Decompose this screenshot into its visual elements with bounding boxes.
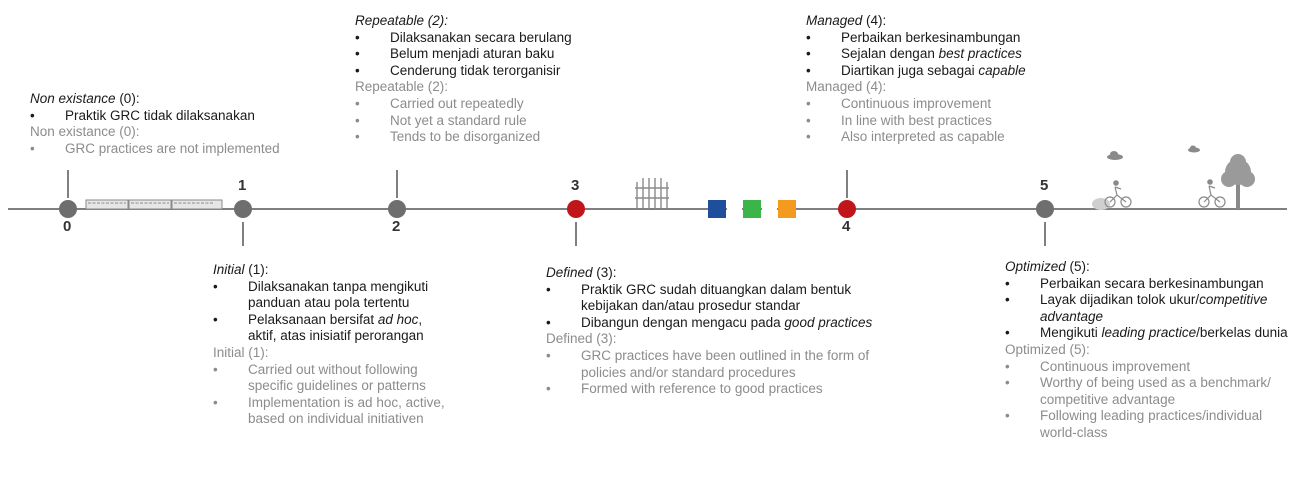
node-5 [1036, 200, 1054, 218]
train-icon [85, 199, 223, 210]
level-5-list-id: Perbaikan secara berkesinambungan Layak … [1005, 276, 1292, 342]
list-item: Following leading practices/individual w… [1005, 408, 1292, 441]
level-3-block: Defined (3): Praktik GRC sudah dituangka… [546, 265, 886, 398]
level-1-list-id: Dilaksanakan tanpa mengikuti panduan ata… [213, 279, 445, 345]
node-label-2: 2 [392, 218, 401, 235]
level-5-block: Optimized (5): Perbaikan secara berkesin… [1005, 259, 1292, 442]
cyclists-icon [1092, 179, 1226, 210]
list-item: GRC practices have been outlined in the … [546, 348, 886, 381]
list-item: Not yet a standard rule [355, 113, 615, 130]
level-1-list-en: Carried out without following specific g… [213, 362, 445, 428]
level-5-heading-id: Optimized (5): [1005, 259, 1090, 274]
list-item: Pelaksanaan bersifat ad hoc, aktif, atas… [213, 312, 445, 345]
list-item: Cenderung tidak terorganisir [355, 63, 615, 80]
node-2 [388, 200, 406, 218]
list-item: Formed with reference to good practices [546, 381, 886, 398]
list-item: Tends to be disorganized [355, 129, 615, 146]
level-2-list-id: Dilaksanakan secara berulang Belum menja… [355, 30, 615, 80]
list-item: Dilaksanakan tanpa mengikuti panduan ata… [213, 279, 445, 312]
list-item: Perbaikan secara berkesinambungan [1005, 276, 1292, 293]
level-1-heading-en: Initial (1): [213, 344, 269, 360]
level-0-heading-en: Non existance (0): [30, 124, 140, 140]
list-item: Dibangun dengan mengacu pada good practi… [546, 315, 886, 332]
level-4-list-en: Continuous improvement In line with best… [806, 96, 1066, 146]
level-0-block: Non existance (0): Praktik GRC tidak dil… [30, 91, 330, 157]
list-item: Diartikan juga sebagai capable [806, 63, 1066, 80]
list-item: Carried out without following specific g… [213, 362, 445, 395]
level-4-block: Managed (4): Perbaikan berkesinambungan … [806, 13, 1066, 146]
list-item: In line with best practices [806, 113, 1066, 130]
list-item: Implementation is ad hoc, active, based … [213, 395, 445, 428]
level-2-list-en: Carried out repeatedly Not yet a standar… [355, 96, 615, 146]
level-2-heading-en: Repeatable (2): [355, 79, 449, 95]
level-0-list-en: GRC practices are not implemented [30, 141, 330, 158]
node-label-5: 5 [1040, 177, 1049, 194]
level-3-list-id: Praktik GRC sudah dituangkan dalam bentu… [546, 282, 886, 332]
list-item: Also interpreted as capable [806, 129, 1066, 146]
list-item: GRC practices are not implemented [30, 141, 330, 158]
level-1-block: Initial (1): Dilaksanakan tanpa mengikut… [213, 262, 445, 428]
node-1 [234, 200, 252, 218]
node-label-4: 4 [842, 218, 851, 235]
list-item: Carried out repeatedly [355, 96, 615, 113]
list-item: Praktik GRC sudah dituangkan dalam bentu… [546, 282, 886, 315]
list-item: Sejalan dengan best practices [806, 46, 1066, 63]
level-0-heading-id: Non existance (0): [30, 91, 140, 106]
list-item: Layak dijadikan tolok ukur/competitive a… [1005, 292, 1292, 325]
level-4-heading-id: Managed (4): [806, 13, 887, 28]
level-2-heading-id: Repeatable (2): [355, 13, 449, 28]
fence-icon [635, 178, 669, 209]
level-3-heading-en: Defined (3): [546, 331, 617, 347]
list-item: Perbaikan berkesinambungan [806, 30, 1066, 47]
node-label-0: 0 [63, 218, 72, 235]
list-item: Worthy of being used as a benchmark/ com… [1005, 375, 1292, 408]
level-4-heading-en: Managed (4): [806, 79, 887, 95]
squares-icon [708, 200, 796, 218]
level-5-heading-en: Optimized (5): [1005, 341, 1090, 357]
level-3-list-en: GRC practices have been outlined in the … [546, 348, 886, 398]
list-item: Continuous improvement [806, 96, 1066, 113]
level-4-list-id: Perbaikan berkesinambungan Sejalan denga… [806, 30, 1066, 80]
level-0-list-id: Praktik GRC tidak dilaksanakan [30, 108, 330, 125]
node-0 [59, 200, 77, 218]
level-3-heading-id: Defined (3): [546, 265, 617, 280]
node-label-3: 3 [571, 177, 580, 194]
cloud-icon [1107, 145, 1200, 160]
node-4 [838, 200, 856, 218]
node-3 [567, 200, 585, 218]
list-item: Mengikuti leading practice/berkelas duni… [1005, 325, 1292, 342]
list-item: Dilaksanakan secara berulang [355, 30, 615, 47]
node-label-1: 1 [238, 177, 247, 194]
level-1-heading-id: Initial (1): [213, 262, 269, 277]
level-2-block: Repeatable (2): Dilaksanakan secara beru… [355, 13, 615, 146]
tree-icon [1221, 154, 1255, 209]
level-5-list-en: Continuous improvement Worthy of being u… [1005, 359, 1292, 442]
list-item: Belum menjadi aturan baku [355, 46, 615, 63]
list-item: Continuous improvement [1005, 359, 1292, 376]
list-item: Praktik GRC tidak dilaksanakan [30, 108, 330, 125]
